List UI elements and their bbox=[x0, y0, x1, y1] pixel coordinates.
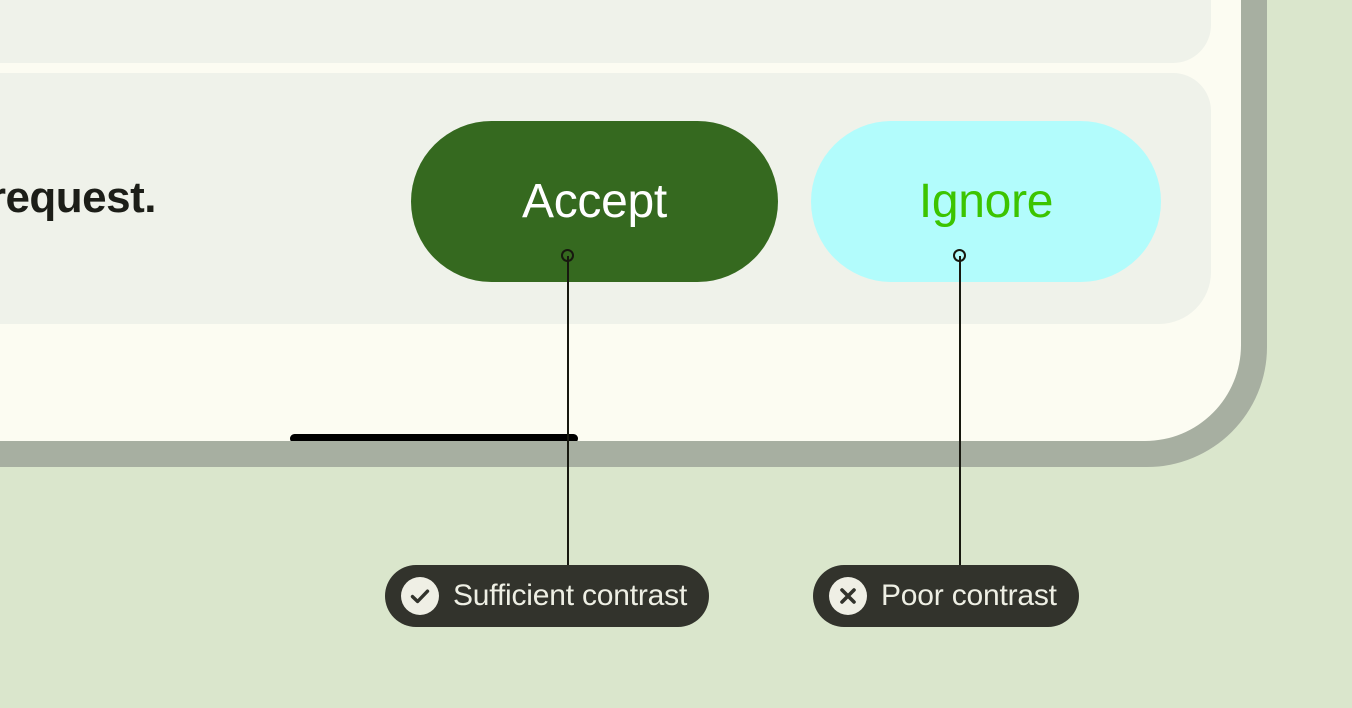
list-item[interactable] bbox=[0, 0, 1211, 63]
annotation-sufficient-contrast: Sufficient contrast bbox=[385, 565, 710, 627]
annotation-poor-contrast: Poor contrast bbox=[813, 565, 1079, 627]
home-indicator-bar[interactable] bbox=[290, 434, 578, 441]
device-screen: a request. Accept Ignore bbox=[0, 0, 1241, 441]
check-circle-icon bbox=[401, 577, 439, 615]
leader-dot-accept bbox=[561, 249, 574, 262]
leader-line-accept bbox=[567, 256, 569, 568]
leader-dot-ignore bbox=[953, 249, 966, 262]
x-circle-icon bbox=[829, 577, 867, 615]
accept-button[interactable]: Accept bbox=[411, 121, 778, 282]
leader-line-ignore bbox=[959, 256, 961, 568]
ignore-button[interactable]: Ignore bbox=[811, 121, 1161, 282]
annotation-label: Sufficient contrast bbox=[453, 579, 688, 612]
annotation-label: Poor contrast bbox=[881, 579, 1057, 612]
request-message-text: a request. bbox=[0, 173, 157, 222]
device-frame: a request. Accept Ignore bbox=[0, 0, 1267, 467]
